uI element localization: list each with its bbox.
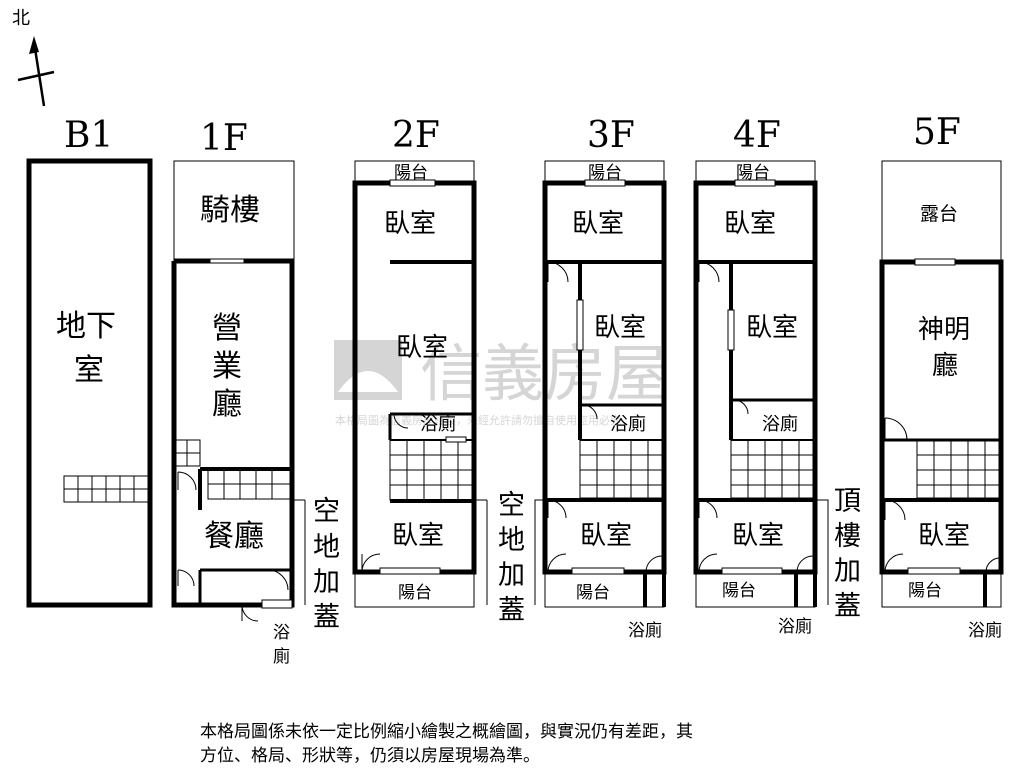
svg-text:蓋: 蓋 bbox=[313, 602, 340, 633]
floor-3f bbox=[534, 160, 667, 608]
room-bedroom-rear-5f: 臥室 bbox=[918, 521, 970, 551]
balcony-bottom-2f: 陽台 bbox=[398, 583, 432, 603]
balcony-top-3f: 陽台 bbox=[588, 163, 622, 183]
room-bedroom-front-3f: 臥室 bbox=[572, 209, 624, 239]
svg-text:蓋: 蓋 bbox=[498, 595, 525, 626]
floor-title-3f: 3F bbox=[587, 115, 635, 156]
svg-text:空: 空 bbox=[498, 490, 525, 521]
floor-title-5f: 5F bbox=[913, 112, 961, 153]
room-bedroom-mid-3f: 臥室 bbox=[594, 313, 646, 343]
floor-4f bbox=[693, 160, 829, 608]
balcony-top-4f: 陽台 bbox=[736, 163, 770, 183]
room-bath-3f: 浴廁 bbox=[610, 413, 646, 435]
room-bedroom-front-4f: 臥室 bbox=[724, 209, 776, 239]
svg-text:樓: 樓 bbox=[834, 521, 861, 552]
annex-2f: 空 地 加 蓋 bbox=[498, 490, 525, 626]
room-bedroom-rear-2f: 臥室 bbox=[392, 521, 444, 551]
room-bedroom-rear-3f: 臥室 bbox=[580, 521, 632, 551]
room-bedroom-mid-4f: 臥室 bbox=[746, 313, 798, 343]
disclaimer-line-1: 本格局圖係未依一定比例縮小繪製之概繪圖，與實況仍有差距，其 bbox=[200, 722, 693, 742]
floor-title-b1: B1 bbox=[64, 115, 113, 156]
brand-logo-icon bbox=[334, 340, 402, 400]
floor-1f bbox=[171, 160, 306, 622]
room-bath-4f: 浴廁 bbox=[762, 413, 798, 435]
svg-text:空: 空 bbox=[313, 496, 340, 527]
balcony-bottom-4f: 陽台 bbox=[722, 581, 756, 601]
room-bath-outside-3f: 浴廁 bbox=[628, 620, 662, 641]
room-bath-outside-4f: 浴廁 bbox=[778, 616, 812, 637]
svg-text:業: 業 bbox=[212, 349, 242, 384]
annex-4f: 頂 樓 加 蓋 bbox=[834, 486, 861, 622]
svg-text:地: 地 bbox=[498, 525, 525, 556]
balcony-top-2f: 陽台 bbox=[394, 163, 428, 183]
balcony-bottom-5f: 陽台 bbox=[908, 581, 942, 601]
annex-1f: 空 地 加 蓋 bbox=[313, 496, 340, 633]
svg-text:廁: 廁 bbox=[273, 646, 290, 667]
floor-title-1f: 1F bbox=[200, 118, 248, 159]
floor-title-4f: 4F bbox=[733, 115, 781, 156]
svg-text:神明: 神明 bbox=[918, 315, 970, 345]
compass-north-label: 北 bbox=[12, 8, 30, 29]
svg-text:地: 地 bbox=[313, 532, 340, 563]
floor-2f bbox=[352, 160, 488, 608]
room-bath-2f: 浴廁 bbox=[420, 413, 456, 435]
room-basement: 地下室 bbox=[56, 309, 116, 388]
floor-5f bbox=[879, 160, 1004, 608]
floor-b1 bbox=[26, 158, 153, 608]
floor-title-2f: 2F bbox=[392, 115, 440, 156]
room-bedroom-rear-4f: 臥室 bbox=[732, 521, 784, 551]
svg-text:加: 加 bbox=[498, 560, 525, 591]
room-dining: 餐廳 bbox=[204, 519, 264, 554]
svg-text:營: 營 bbox=[212, 311, 242, 346]
room-business-hall: 營 業 廳 bbox=[212, 311, 242, 422]
svg-text:蓋: 蓋 bbox=[834, 591, 861, 622]
room-bath-outside-5f: 浴廁 bbox=[968, 620, 1002, 641]
svg-text:浴: 浴 bbox=[273, 623, 290, 643]
svg-text:加: 加 bbox=[834, 556, 861, 587]
terrace-5f: 露台 bbox=[920, 203, 958, 225]
room-bath-1f: 浴 廁 bbox=[273, 623, 290, 667]
room-bedroom-mid-2f: 臥室 bbox=[396, 333, 448, 363]
watermark-notice: 本格局圖為信義房屋繪製，未經允許請勿擅自使用盜用必究 bbox=[335, 413, 621, 427]
room-bedroom-front-2f: 臥室 bbox=[384, 209, 436, 239]
room-arcade: 騎樓 bbox=[200, 193, 260, 228]
stairs bbox=[63, 475, 149, 503]
balcony-bottom-3f: 陽台 bbox=[576, 583, 610, 603]
disclaimer-line-2: 方位、格局、形狀等，仍須以房屋現場為準。 bbox=[200, 746, 540, 766]
north-arrow-icon: 北 bbox=[12, 8, 55, 107]
svg-text:加: 加 bbox=[313, 567, 340, 598]
svg-text:廳: 廳 bbox=[932, 351, 958, 381]
svg-text:頂: 頂 bbox=[834, 486, 861, 517]
room-shrine-5f: 神明 廳 bbox=[918, 315, 970, 381]
svg-text:廳: 廳 bbox=[212, 387, 242, 422]
